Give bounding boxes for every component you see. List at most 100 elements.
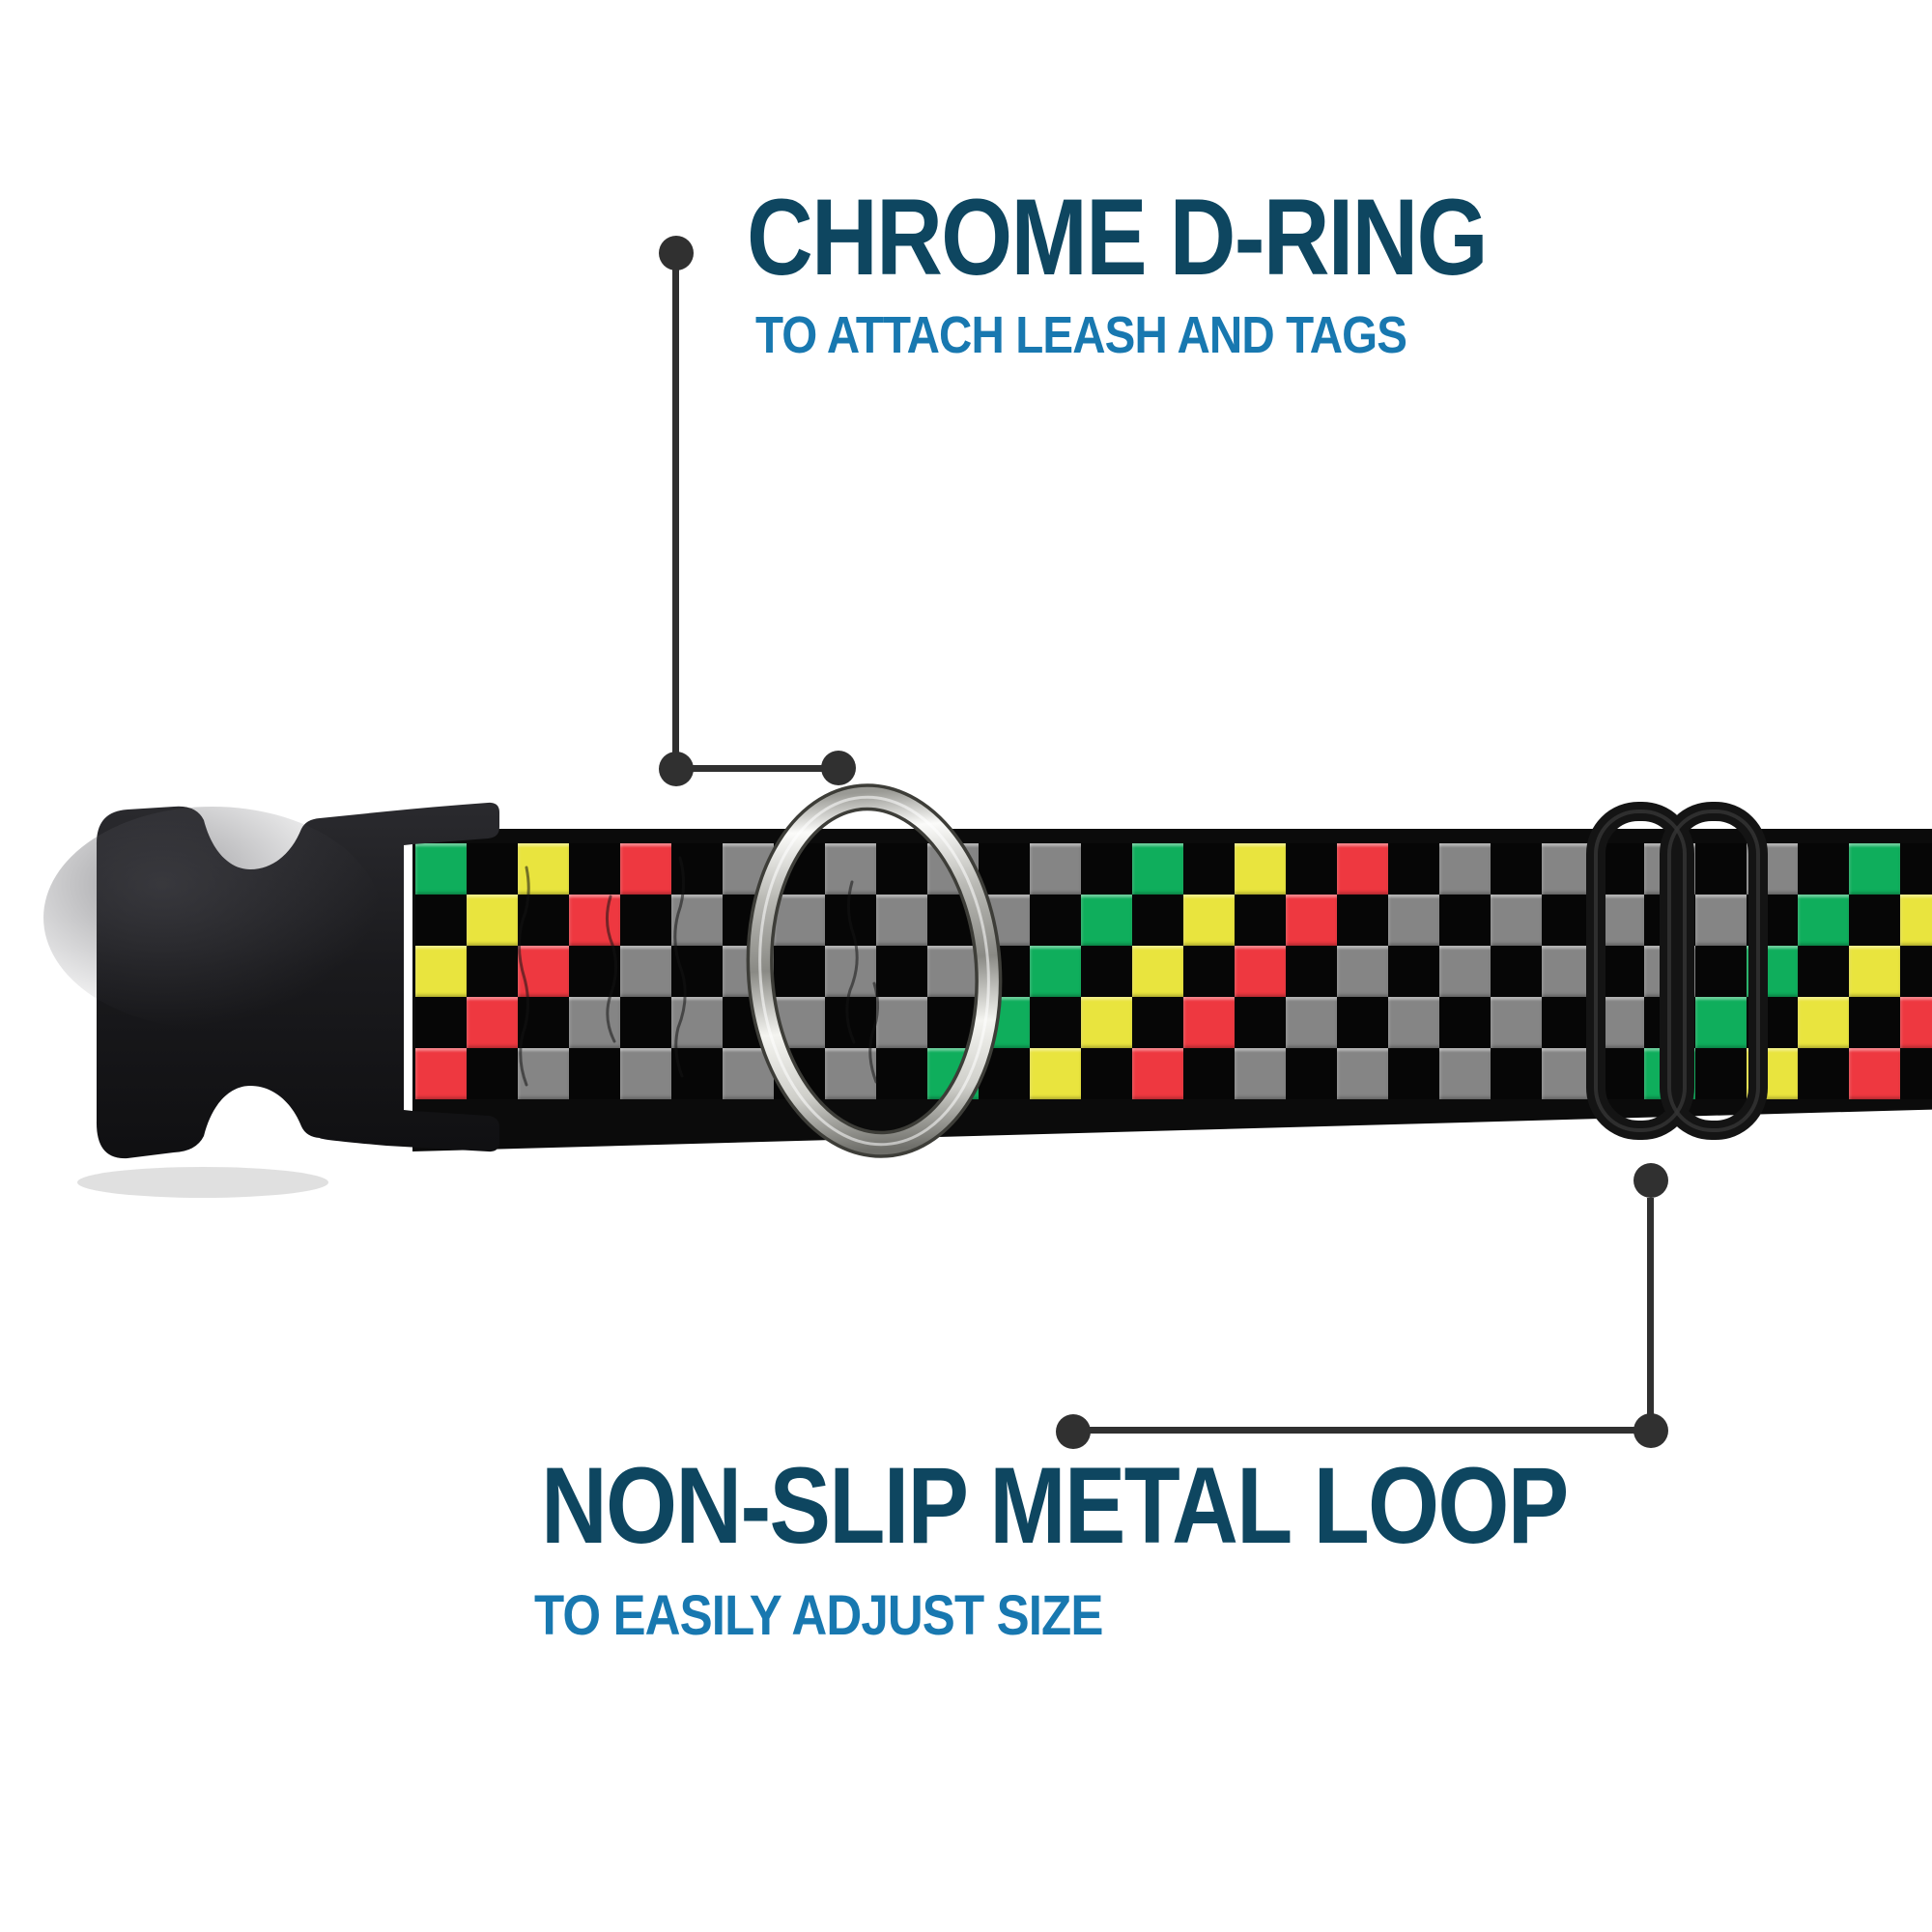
checker-square (518, 946, 569, 997)
checker-square (1900, 843, 1932, 895)
checker-square (1081, 946, 1132, 997)
checker-square (1593, 895, 1644, 946)
checker-square (1235, 997, 1286, 1048)
dring-callout-line-horizontal (676, 765, 838, 772)
checker-square (1747, 895, 1798, 946)
checker-square (467, 946, 518, 997)
checker-square (1593, 997, 1644, 1048)
checker-square (1439, 946, 1491, 997)
checker-square (1388, 843, 1439, 895)
checker-square (1439, 997, 1491, 1048)
checker-square (1235, 895, 1286, 946)
checker-square (467, 895, 518, 946)
checker-square (620, 1048, 671, 1099)
checker-square (1695, 997, 1747, 1048)
checker-square (1030, 946, 1081, 997)
checker-square (415, 1048, 467, 1099)
checker-square (569, 895, 620, 946)
checker-square (1542, 843, 1593, 895)
checker-square (825, 895, 876, 946)
checker-square (1439, 895, 1491, 946)
checker-square (1132, 843, 1183, 895)
checker-square (1183, 1048, 1235, 1099)
checker-square (1644, 895, 1695, 946)
checker-square (1286, 1048, 1337, 1099)
checkered-webbing-strap (412, 829, 1932, 1151)
checker-square (1798, 997, 1849, 1048)
checker-square (876, 895, 927, 946)
checker-square (1337, 843, 1388, 895)
checker-square (723, 895, 774, 946)
checker-square (927, 997, 979, 1048)
checker-square (1542, 1048, 1593, 1099)
checker-square (1644, 1048, 1695, 1099)
checker-square (1542, 946, 1593, 997)
checker-square (979, 895, 1030, 946)
checker-square (1030, 895, 1081, 946)
checker-square (927, 946, 979, 997)
checker-square (1388, 895, 1439, 946)
checker-square (1849, 1048, 1900, 1099)
checker-square (518, 997, 569, 1048)
checker-square (415, 895, 467, 946)
dring-callout-dot-label (659, 236, 694, 270)
checker-square (1388, 997, 1439, 1048)
checker-square (569, 1048, 620, 1099)
checker-square (1593, 1048, 1644, 1099)
checker-square (876, 946, 927, 997)
loop-callout-line-horizontal (1073, 1427, 1651, 1434)
checker-square (774, 946, 825, 997)
checker-square (1132, 946, 1183, 997)
checker-square (671, 843, 723, 895)
dring-subtitle: TO ATTACH LEASH AND TAGS (755, 306, 1407, 364)
checker-square (671, 946, 723, 997)
checker-square (927, 1048, 979, 1099)
checker-square (1388, 1048, 1439, 1099)
checker-square (1183, 843, 1235, 895)
checker-square (1235, 843, 1286, 895)
checker-square (1900, 895, 1932, 946)
checker-square (1132, 997, 1183, 1048)
checker-square (467, 1048, 518, 1099)
checker-square (671, 895, 723, 946)
checker-square (1593, 946, 1644, 997)
checker-square (1798, 1048, 1849, 1099)
checker-square (876, 1048, 927, 1099)
checker-square (467, 997, 518, 1048)
checker-pattern (415, 843, 1932, 1099)
checker-square (1081, 997, 1132, 1048)
checker-square (1132, 1048, 1183, 1099)
checker-square (1747, 843, 1798, 895)
checker-square (1235, 946, 1286, 997)
checker-square (1286, 895, 1337, 946)
checker-square (1491, 997, 1542, 1048)
checker-square (723, 946, 774, 997)
checker-square (569, 997, 620, 1048)
checker-square (1747, 946, 1798, 997)
checker-square (1337, 997, 1388, 1048)
checker-square (569, 843, 620, 895)
checker-square (1695, 895, 1747, 946)
checker-square (415, 997, 467, 1048)
checker-square (979, 946, 1030, 997)
checker-square (927, 895, 979, 946)
checker-square (1388, 946, 1439, 997)
checker-square (1183, 895, 1235, 946)
checker-square (774, 843, 825, 895)
checker-square (1747, 1048, 1798, 1099)
dring-callout-line-vertical (672, 267, 679, 773)
loop-title: NON-SLIP METAL LOOP (541, 1445, 1569, 1566)
checker-square (1132, 895, 1183, 946)
loop-callout-line-vertical (1647, 1198, 1654, 1435)
checker-square (876, 843, 927, 895)
checker-square (1030, 1048, 1081, 1099)
checker-square (1695, 1048, 1747, 1099)
checker-square (1747, 997, 1798, 1048)
checker-square (569, 946, 620, 997)
checker-square (1849, 895, 1900, 946)
checker-square (620, 895, 671, 946)
checker-square (1644, 997, 1695, 1048)
checker-square (1849, 843, 1900, 895)
checker-square (979, 843, 1030, 895)
checker-square (671, 997, 723, 1048)
